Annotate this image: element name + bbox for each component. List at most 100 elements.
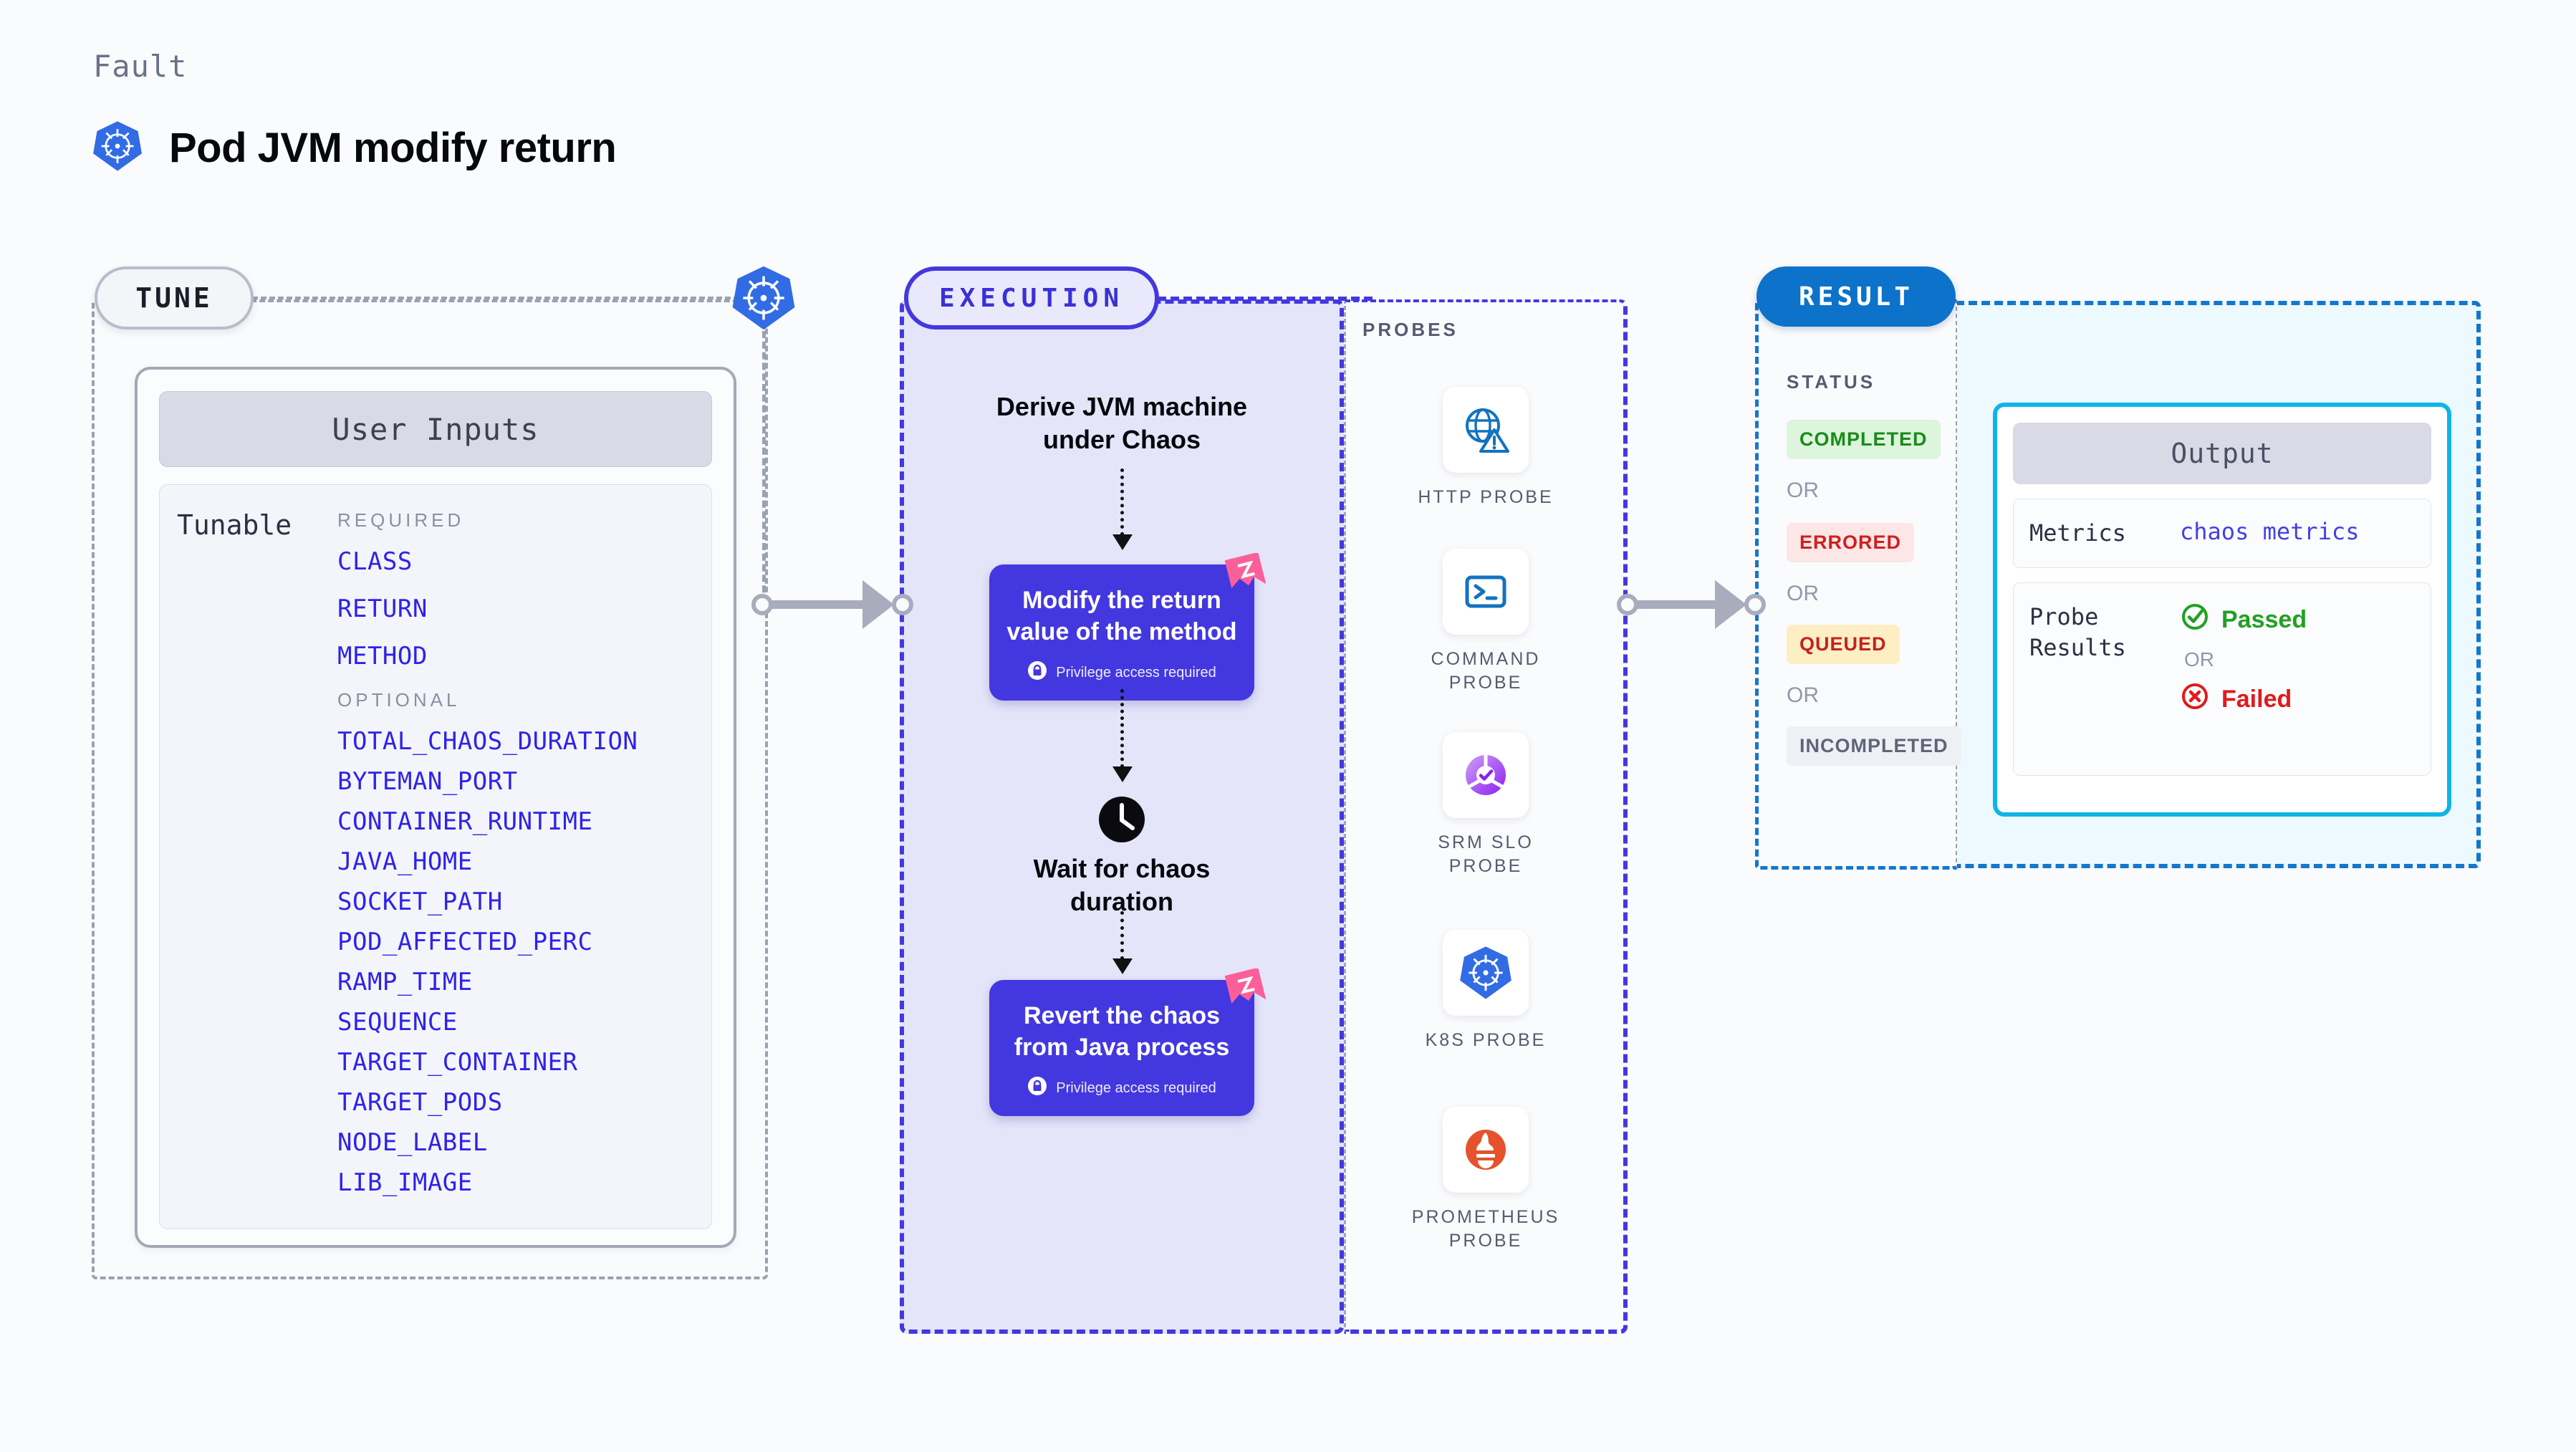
- probe-result-passed: Passed: [2180, 602, 2307, 638]
- ribbon-flag-icon: [1224, 552, 1267, 595]
- execution-stage-chip[interactable]: EXECUTION: [904, 266, 1159, 330]
- probe-result-or: OR: [2184, 648, 2214, 671]
- kubernetes-drop-connector: [762, 331, 766, 603]
- param-node-label[interactable]: NODE_LABEL: [337, 1128, 488, 1157]
- derive-step-text: Derive JVM machine under Chaos: [900, 390, 1344, 456]
- fault-title-row: Pod JVM modify return: [93, 120, 617, 176]
- tunable-label: Tunable: [177, 509, 292, 541]
- execution-top-dashed-connector: [1158, 297, 1373, 301]
- tunable-param-lists: REQUIRED CLASS RETURN METHOD OPTIONAL TO…: [337, 509, 711, 1229]
- param-pod-affected-perc[interactable]: POD_AFFECTED_PERC: [337, 928, 593, 956]
- param-java-home[interactable]: JAVA_HOME: [337, 847, 473, 876]
- connector-dot-end: [1744, 594, 1766, 615]
- wait-step-text: Wait for chaos duration: [900, 852, 1344, 918]
- probe-srm-slo: SRM SLO PROBE: [1344, 732, 1628, 878]
- probe-prometheus-label-2: PROBE: [1448, 1231, 1523, 1251]
- probe-http: HTTP PROBE: [1344, 387, 1628, 509]
- status-or-3: OR: [1787, 683, 1819, 707]
- output-header: Output: [2013, 423, 2431, 484]
- clock-icon: [1067, 794, 1176, 845]
- arrow-wait-to-revert: [1112, 911, 1133, 974]
- status-or-1: OR: [1787, 479, 1819, 502]
- param-method[interactable]: METHOD: [337, 642, 428, 670]
- param-sequence[interactable]: SEQUENCE: [337, 1008, 458, 1037]
- tune-top-dashed-connector: [252, 297, 739, 299]
- slo-donut-check-icon[interactable]: [1443, 732, 1529, 818]
- derive-line-1: Derive JVM machine: [996, 392, 1248, 421]
- param-target-pods[interactable]: TARGET_PODS: [337, 1088, 503, 1117]
- tunable-section: Tunable REQUIRED CLASS RETURN METHOD OPT…: [159, 484, 712, 1229]
- kubernetes-icon[interactable]: [1443, 930, 1529, 1016]
- wait-line-1: Wait for chaos: [1033, 854, 1211, 883]
- param-total-chaos-duration[interactable]: TOTAL_CHAOS_DURATION: [337, 727, 638, 756]
- param-lib-image[interactable]: LIB_IMAGE: [337, 1168, 473, 1197]
- result-status-column: [1755, 299, 1957, 870]
- execution-step-modify-return[interactable]: Modify the return value of the method Pr…: [989, 552, 1267, 701]
- revert-line-2: from Java process: [1014, 1034, 1230, 1062]
- user-inputs-header: User Inputs: [159, 391, 712, 467]
- status-or-2: OR: [1787, 582, 1819, 605]
- probe-command: COMMAND PROBE: [1344, 549, 1628, 695]
- revert-line-1: Revert the chaos: [1024, 1002, 1220, 1029]
- param-container-runtime[interactable]: CONTAINER_RUNTIME: [337, 807, 593, 836]
- param-socket-path[interactable]: SOCKET_PATH: [337, 888, 503, 916]
- arrow-execution-to-result: [1617, 580, 1766, 629]
- lock-icon: [1027, 1076, 1047, 1100]
- tune-chip-label: TUNE: [135, 282, 213, 314]
- arrow-modify-to-wait: [1112, 689, 1133, 782]
- kubernetes-icon: [731, 265, 797, 331]
- probe-k8s-label-1: K8S PROBE: [1425, 1030, 1547, 1050]
- probes-caption: PROBES: [1363, 319, 1458, 340]
- output-title: Output: [2171, 438, 2274, 469]
- probe-k8s: K8S PROBE: [1344, 930, 1628, 1052]
- param-target-container[interactable]: TARGET_CONTAINER: [337, 1048, 578, 1077]
- param-class[interactable]: CLASS: [337, 547, 413, 576]
- failed-label: Failed: [2221, 686, 2292, 713]
- metrics-key: Metrics: [2029, 519, 2126, 547]
- derive-line-2: under Chaos: [1042, 425, 1201, 455]
- tune-stage-chip[interactable]: TUNE: [95, 266, 254, 330]
- modify-line-1: Modify the return: [1022, 587, 1221, 614]
- probe-results-key: Probe Results: [2029, 602, 2180, 756]
- output-metrics-row: Metrics chaos metrics: [2013, 499, 2431, 569]
- prometheus-icon[interactable]: [1443, 1107, 1529, 1193]
- param-ramp-time[interactable]: RAMP_TIME: [337, 968, 473, 996]
- param-byteman-port[interactable]: BYTEMAN_PORT: [337, 767, 518, 796]
- page-title: Pod JVM modify return: [169, 125, 617, 171]
- metrics-value-link[interactable]: chaos metrics: [2180, 518, 2360, 545]
- ribbon-flag-icon: [1224, 967, 1267, 1010]
- modify-privilege-label: Privilege access required: [1056, 664, 1216, 681]
- probe-prometheus: PROMETHEUS PROBE: [1344, 1107, 1628, 1253]
- probe-command-label-1: COMMAND: [1431, 649, 1541, 669]
- probe-command-label-2: PROBE: [1448, 673, 1523, 693]
- x-circle-icon: [2180, 681, 2210, 718]
- status-badge-queued: QUEUED: [1787, 625, 1900, 664]
- revert-privilege-label: Privilege access required: [1056, 1080, 1216, 1096]
- output-probe-results-row: Probe Results Passed OR: [2013, 582, 2431, 777]
- status-badge-completed: COMPLETED: [1787, 420, 1941, 459]
- param-return[interactable]: RETURN: [337, 595, 428, 623]
- probe-srm-slo-label-1: SRM SLO: [1438, 832, 1534, 852]
- result-stage-chip[interactable]: RESULT: [1756, 266, 1956, 327]
- status-caption: STATUS: [1787, 371, 1876, 393]
- probe-result-failed: Failed: [2180, 681, 2307, 718]
- probe-results-key-line-2: Results: [2029, 634, 2126, 662]
- globe-warning-icon[interactable]: [1443, 387, 1529, 473]
- optional-caption: OPTIONAL: [337, 689, 461, 711]
- terminal-icon[interactable]: [1443, 549, 1529, 635]
- probe-results-values: Passed OR Failed: [2180, 602, 2307, 756]
- required-caption: REQUIRED: [337, 509, 465, 531]
- fault-eyebrow-label: Fault: [93, 49, 188, 84]
- tune-panel: [92, 299, 768, 1279]
- probe-http-label-1: HTTP PROBE: [1418, 487, 1554, 507]
- check-circle-icon: [2180, 602, 2210, 638]
- arrow-derive-to-modify: [1112, 468, 1133, 550]
- connector-dot-start: [1617, 594, 1638, 615]
- connector-dot-start: [751, 594, 773, 615]
- connector-dot-end: [892, 594, 913, 615]
- execution-step-revert-chaos[interactable]: Revert the chaos from Java process Privi…: [989, 967, 1267, 1117]
- kubernetes-icon: [93, 120, 142, 176]
- passed-label: Passed: [2221, 606, 2307, 634]
- status-badge-incompleted: INCOMPLETED: [1787, 726, 1961, 766]
